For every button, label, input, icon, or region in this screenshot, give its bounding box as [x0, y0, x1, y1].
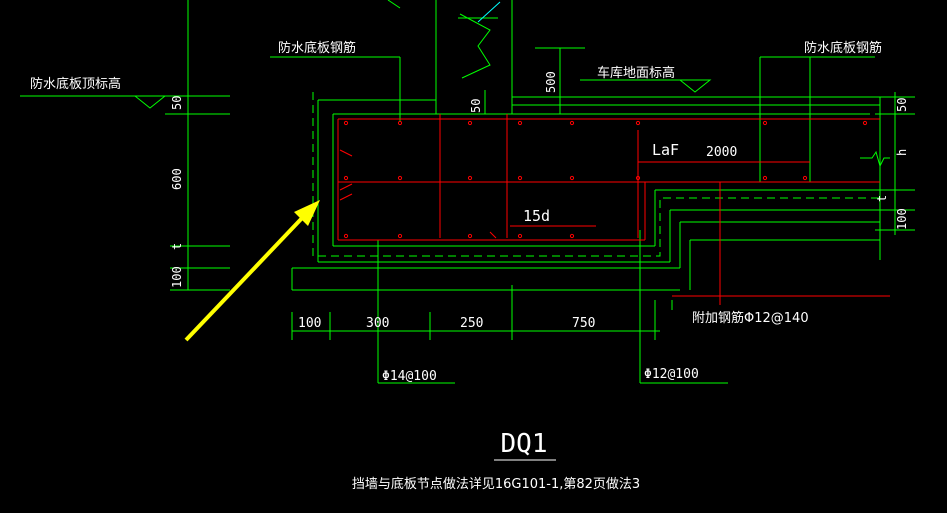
label-laf: LaF — [652, 141, 679, 159]
dim-left-600: 600 — [170, 168, 184, 190]
dim-mid-50: 50 — [469, 99, 483, 113]
dim-left-t: t — [170, 243, 184, 250]
label-additional-rebar: 附加钢筋Φ12@140 — [692, 310, 809, 326]
dim-mid-500: 500 — [544, 71, 558, 93]
label-waterproof-rebar-left: 防水底板钢筋 — [278, 40, 356, 56]
dim-left-100: 100 — [170, 266, 184, 288]
label-rebar-12: Φ12@100 — [644, 367, 699, 382]
dim-right-2000: 2000 — [706, 145, 737, 160]
drawing-note: 挡墙与底板节点做法详见16G101-1,第82页做法3 — [352, 476, 640, 492]
label-waterproof-rebar-right: 防水底板钢筋 — [804, 40, 882, 56]
dim-right-50: 50 — [895, 98, 909, 112]
dim-right-100: 100 — [895, 208, 909, 230]
label-waterproof-bottom-elevation: 防水底板顶标高 — [30, 76, 121, 92]
concrete-outline — [20, 0, 915, 384]
dim-bottom-300: 300 — [366, 316, 389, 331]
label-rebar-14: Φ14@100 — [382, 369, 437, 384]
dim-bottom-750: 750 — [572, 316, 595, 331]
rebar — [337, 114, 890, 305]
leader-cyan — [477, 1, 501, 23]
dim-bottom-250: 250 — [460, 316, 483, 331]
dim-left-50: 50 — [170, 96, 184, 110]
dim-right-h: h — [895, 149, 909, 156]
dim-bottom-100: 100 — [298, 316, 321, 331]
drawing-title: DQ1 — [501, 429, 548, 459]
rebar-dots — [343, 120, 868, 239]
callout-arrow — [184, 200, 320, 342]
label-garage-floor-elevation: 车库地面标高 — [597, 65, 675, 81]
label-15d: 15d — [523, 207, 550, 225]
dim-right-t: t — [875, 195, 889, 202]
